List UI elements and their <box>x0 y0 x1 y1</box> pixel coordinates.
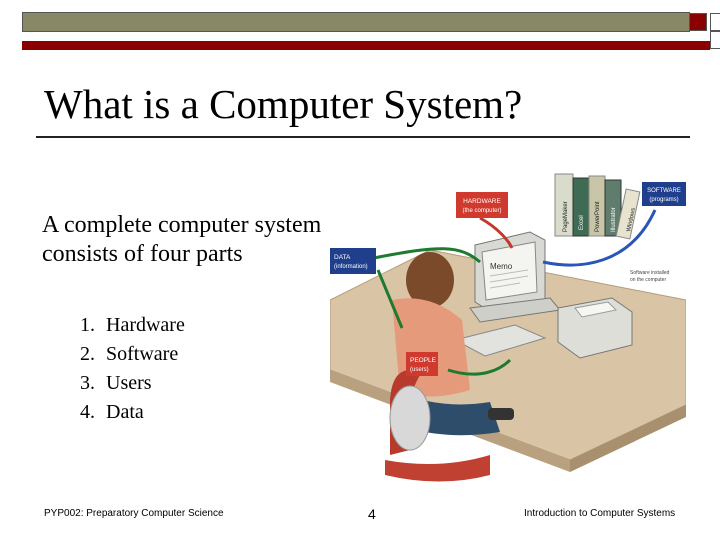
data-arrow-down <box>376 269 404 329</box>
software-arrow <box>542 209 657 267</box>
chair <box>385 370 490 482</box>
data-callout: DATA (information) <box>330 248 376 274</box>
list-number: 4. <box>80 401 95 423</box>
list-number: 2. <box>80 343 95 365</box>
printer <box>557 297 633 359</box>
data-arrow <box>373 247 481 264</box>
hardware-sublabel: (the computer) <box>462 208 501 214</box>
footer-topic: Introduction to Computer Systems <box>524 508 676 519</box>
list-number: 1. <box>80 314 95 336</box>
footer-course: PYP002: Preparatory Computer Science <box>44 508 224 519</box>
book-label: Illustrator <box>611 207 617 232</box>
list-label: Software <box>106 343 179 365</box>
hardware-callout: HARDWARE (the computer) <box>456 192 508 218</box>
top-olive-band <box>22 12 690 32</box>
footer-page-number: 4 <box>368 506 376 522</box>
list-label: Hardware <box>106 314 185 336</box>
data-label: DATA <box>334 254 351 261</box>
corner-square-red <box>689 13 707 31</box>
corner-square-white-lower <box>710 31 720 49</box>
book-label: PageMaker <box>563 201 569 232</box>
list-item: 4. Data <box>80 398 185 427</box>
intro-text: A complete computer system consists of f… <box>42 212 322 267</box>
computer-monitor: Memo <box>469 231 561 323</box>
software-label: SOFTWARE <box>647 188 681 194</box>
book-label: Excel <box>579 215 585 230</box>
software-installed-line2: on the computer <box>630 277 666 283</box>
software-installed-line1: Software installed <box>630 270 670 276</box>
list-label: Data <box>106 401 144 423</box>
software-callout: SOFTWARE (programs) <box>642 182 686 206</box>
data-sublabel: (information) <box>334 264 368 270</box>
corner-square-white <box>710 13 720 31</box>
people-label: PEOPLE <box>410 357 437 364</box>
list-number: 3. <box>80 372 95 394</box>
software-sublabel: (programs) <box>649 197 678 203</box>
computer-system-illustration: PageMaker Excel PowerPoint Illustrator W… <box>330 173 686 482</box>
top-red-band <box>22 41 710 50</box>
software-installed-note: Software installed on the computer <box>630 270 670 283</box>
top-decoration-bar <box>22 12 720 50</box>
desk-side <box>570 405 686 472</box>
keyboard <box>453 324 547 357</box>
title-underline <box>36 136 690 138</box>
list-label: Users <box>106 372 152 394</box>
hardware-arrow <box>479 216 514 249</box>
memo-label: Memo <box>490 262 513 271</box>
software-books: PageMaker Excel PowerPoint Illustrator W… <box>554 173 641 240</box>
slide-title: What is a Computer System? <box>44 81 523 127</box>
people-arrow <box>447 358 512 376</box>
people-callout: PEOPLE (users) <box>406 352 438 376</box>
parts-list: 1. Hardware 2. Software 3. Users 4. Data <box>80 311 185 427</box>
hardware-label: HARDWARE <box>463 198 501 205</box>
book-label: Windows <box>626 207 637 232</box>
people-sublabel: (users) <box>410 367 429 373</box>
list-item: 1. Hardware <box>80 311 185 340</box>
list-item: 2. Software <box>80 340 185 369</box>
list-item: 3. Users <box>80 369 185 398</box>
book-label: PowerPoint <box>595 201 601 232</box>
